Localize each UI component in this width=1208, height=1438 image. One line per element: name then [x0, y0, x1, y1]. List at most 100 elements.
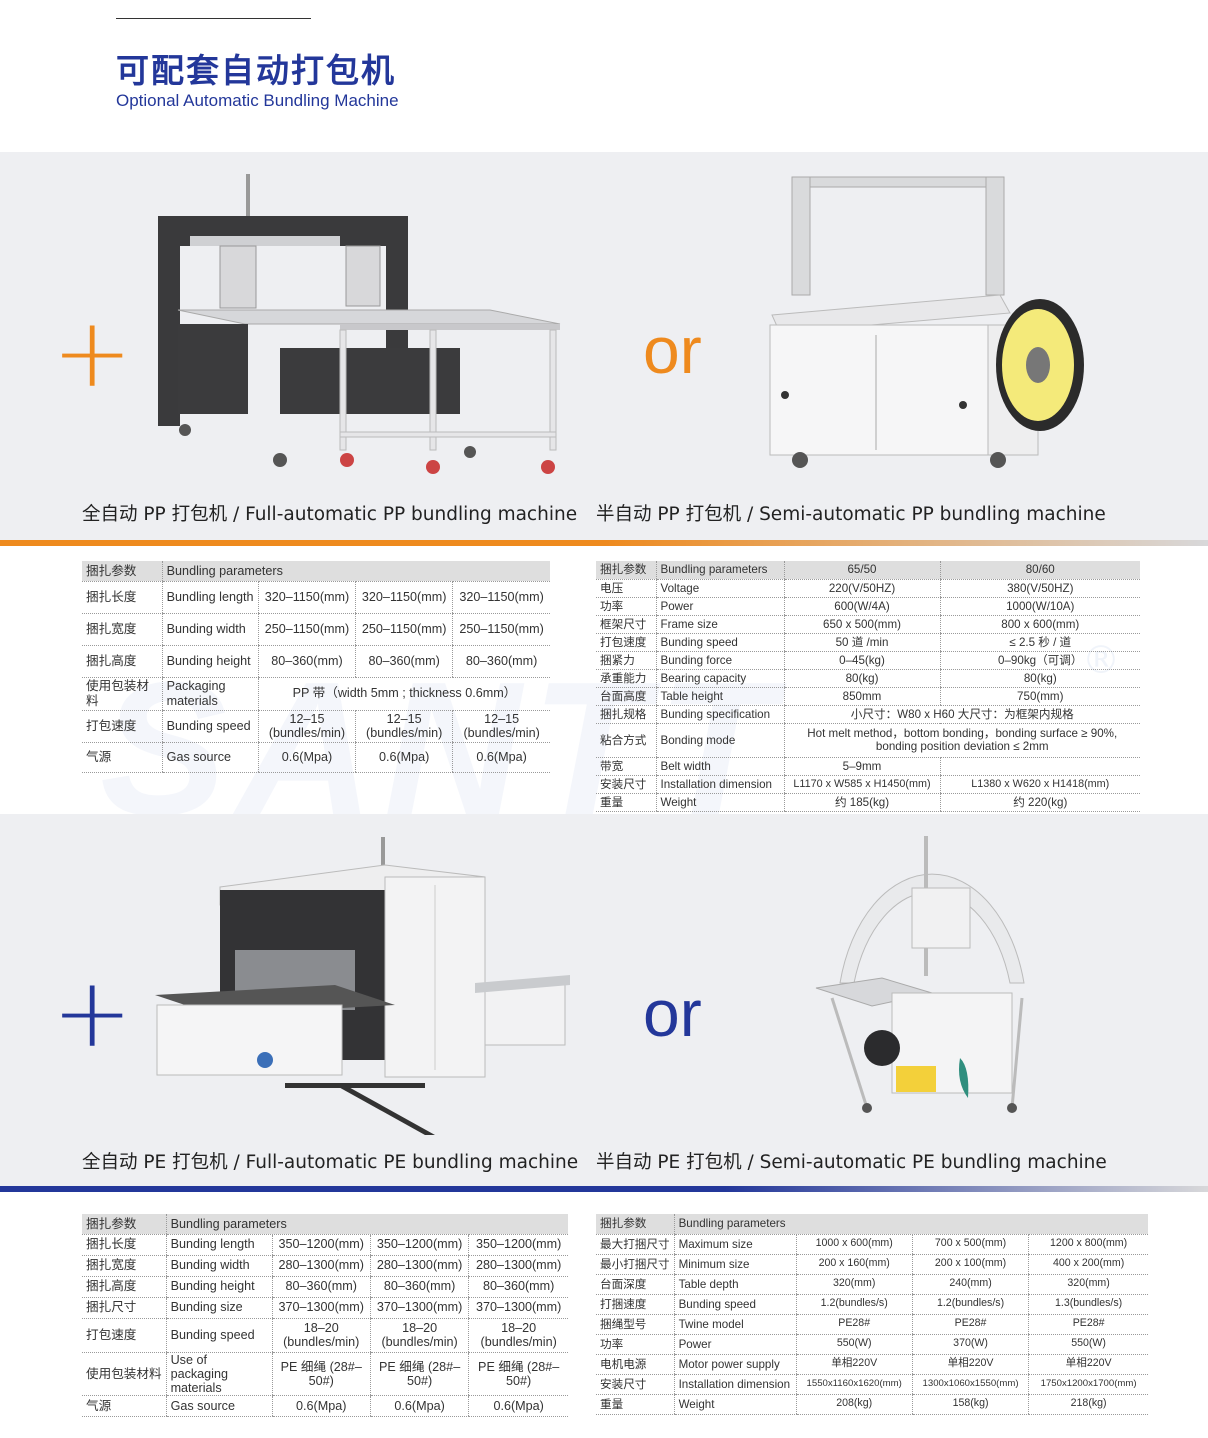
table-cell: PE28#: [1028, 1314, 1148, 1335]
table-cell: 约 220(kg): [939, 793, 1140, 812]
table-header-en: Bundling parameters: [673, 1214, 1148, 1235]
row-label-en: Belt width: [655, 757, 784, 776]
row-label-en: Bunding speed: [161, 710, 259, 743]
table-cell: 800 x 600(mm): [939, 615, 1140, 634]
table-cell: 1200 x 800(mm): [1028, 1234, 1148, 1255]
plus-sign-blue: +: [52, 957, 133, 1069]
table-cell: PE 细绳 (28#–50#): [468, 1352, 568, 1396]
table-cell: PE 细绳 (28#–50#): [271, 1352, 371, 1396]
table-cell: 158(kg): [911, 1394, 1029, 1415]
row-label-cn: 框架尺寸: [596, 615, 656, 634]
table-cell: 0–45(kg): [783, 651, 940, 670]
row-label-cn: 打包速度: [596, 633, 656, 652]
table-cell: 650 x 500(mm): [783, 615, 940, 634]
table-cell: 0.6(Mpa): [257, 742, 356, 773]
row-label-cn: 捆绳型号: [596, 1314, 675, 1335]
row-label-en: Bunding speed: [655, 633, 784, 652]
table-cell: 1550x1160x1620(mm): [795, 1374, 913, 1395]
table-cell: 5–9mm: [783, 757, 940, 776]
table-cell: 1.2(bundles/s): [795, 1294, 913, 1315]
row-label-cn: 粘合方式: [596, 723, 656, 758]
row-label-en: Frame size: [655, 615, 784, 634]
row-label-cn: 使用包装材料: [82, 1352, 167, 1396]
table-cell: 370–1300(mm): [271, 1297, 371, 1319]
row-label-en: Power: [655, 597, 784, 616]
row-label-en: Bunding specification: [655, 705, 784, 724]
row-label-cn: 气源: [82, 742, 163, 773]
table-cell: 50 道 /min: [783, 633, 940, 652]
row-label-cn: 安装尺寸: [596, 1374, 675, 1395]
table-cell: 320–1150(mm): [452, 581, 550, 614]
row-label-en: Bunding width: [161, 613, 259, 646]
table-cell: 0–90kg（可调）: [939, 651, 1140, 670]
table-cell: 1.2(bundles/s): [911, 1294, 1029, 1315]
row-label-en: Gas source: [165, 1395, 273, 1417]
plus-sign-orange: +: [52, 297, 133, 409]
row-label-en: Maximum size: [673, 1234, 797, 1255]
table-cell: 350–1200(mm): [468, 1234, 568, 1256]
table-cell: [939, 757, 1140, 776]
table-cell: 240(mm): [911, 1274, 1029, 1295]
table-cell: 280–1300(mm): [271, 1255, 371, 1277]
row-label-cn: 使用包装材料: [82, 677, 163, 711]
semi-auto-pe-machine-image: [815, 836, 1025, 1113]
table-header-cn: 捆扎参数: [596, 561, 656, 580]
table-cell: 320–1150(mm): [355, 581, 453, 614]
table-cell: 12–15 (bundles/min): [257, 710, 356, 743]
table-cell: 80–360(mm): [271, 1276, 371, 1298]
row-label-cn: 捆扎长度: [82, 581, 163, 614]
table-cell: 350–1200(mm): [369, 1234, 469, 1256]
row-label-en: Bunding speed: [673, 1294, 797, 1315]
table-cell: 220(V/50HZ): [783, 579, 940, 598]
row-label-en: Bunding height: [165, 1276, 273, 1298]
table-cell: 370–1300(mm): [468, 1297, 568, 1319]
row-label-cn: 打包速度: [82, 1318, 167, 1353]
full-auto-pe-machine-image: [155, 837, 570, 1135]
full-auto-pp-spec-table: 捆扎参数 Bundling parameters 捆扎长度 Bundling l…: [82, 561, 550, 773]
table-cell: 单相220V: [1028, 1354, 1148, 1375]
table-cell: 350–1200(mm): [271, 1234, 371, 1256]
table-cell: 250–1150(mm): [257, 613, 356, 646]
table-cell: 250–1150(mm): [452, 613, 550, 646]
row-label-en: Power: [673, 1334, 797, 1355]
table-cell: 280–1300(mm): [369, 1255, 469, 1277]
table-cell: L1170 x W585 x H1450(mm): [783, 775, 940, 794]
row-label-en: Bunding force: [655, 651, 784, 670]
row-label-en: Weight: [655, 793, 784, 812]
table-cell: 380(V/50HZ): [939, 579, 1140, 598]
row-label-cn: 功率: [596, 597, 656, 616]
table-cell: 单相220V: [911, 1354, 1029, 1375]
table-cell: 1300x1060x1550(mm): [911, 1374, 1029, 1395]
table-cell: 280–1300(mm): [468, 1255, 568, 1277]
table-cell: 1000(W/10A): [939, 597, 1140, 616]
row-label-cn: 台面深度: [596, 1274, 675, 1295]
row-label-cn: 捆扎宽度: [82, 1255, 167, 1277]
table-cell: PE 细绳 (28#–50#): [369, 1352, 469, 1396]
table-cell: PE28#: [795, 1314, 913, 1335]
row-label-cn: 捆扎高度: [82, 645, 163, 678]
table-cell: 单相220V: [795, 1354, 913, 1375]
page-subtitle: Optional Automatic Bundling Machine: [116, 91, 399, 110]
table-cell: 0.6(Mpa): [452, 742, 550, 773]
table-cell: 18–20 (bundles/min): [468, 1318, 568, 1353]
row-label-cn: 重量: [596, 793, 656, 812]
row-label-cn: 捆扎宽度: [82, 613, 163, 646]
row-label-en: Bonding mode: [655, 723, 784, 758]
table-cell: 约 185(kg): [783, 793, 940, 812]
table-cell: 200 x 160(mm): [795, 1254, 913, 1275]
table-cell: 700 x 500(mm): [911, 1234, 1029, 1255]
table-cell: 80(kg): [939, 669, 1140, 688]
table-cell: 250–1150(mm): [355, 613, 453, 646]
table-cell: 80–360(mm): [257, 645, 356, 678]
table-header-model: 80/60: [939, 561, 1140, 580]
row-label-cn: 最小打捆尺寸: [596, 1254, 675, 1275]
table-header-cn: 捆扎参数: [596, 1214, 675, 1235]
table-cell: 400 x 200(mm): [1028, 1254, 1148, 1275]
table-cell: 0.6(Mpa): [468, 1395, 568, 1417]
table-cell: 600(W/4A): [783, 597, 940, 616]
table-cell: 80–360(mm): [468, 1276, 568, 1298]
table-cell: 208(kg): [795, 1394, 913, 1415]
row-label-en: Voltage: [655, 579, 784, 598]
page-title: 可配套自动打包机: [116, 51, 396, 90]
header-rule: [116, 18, 311, 19]
